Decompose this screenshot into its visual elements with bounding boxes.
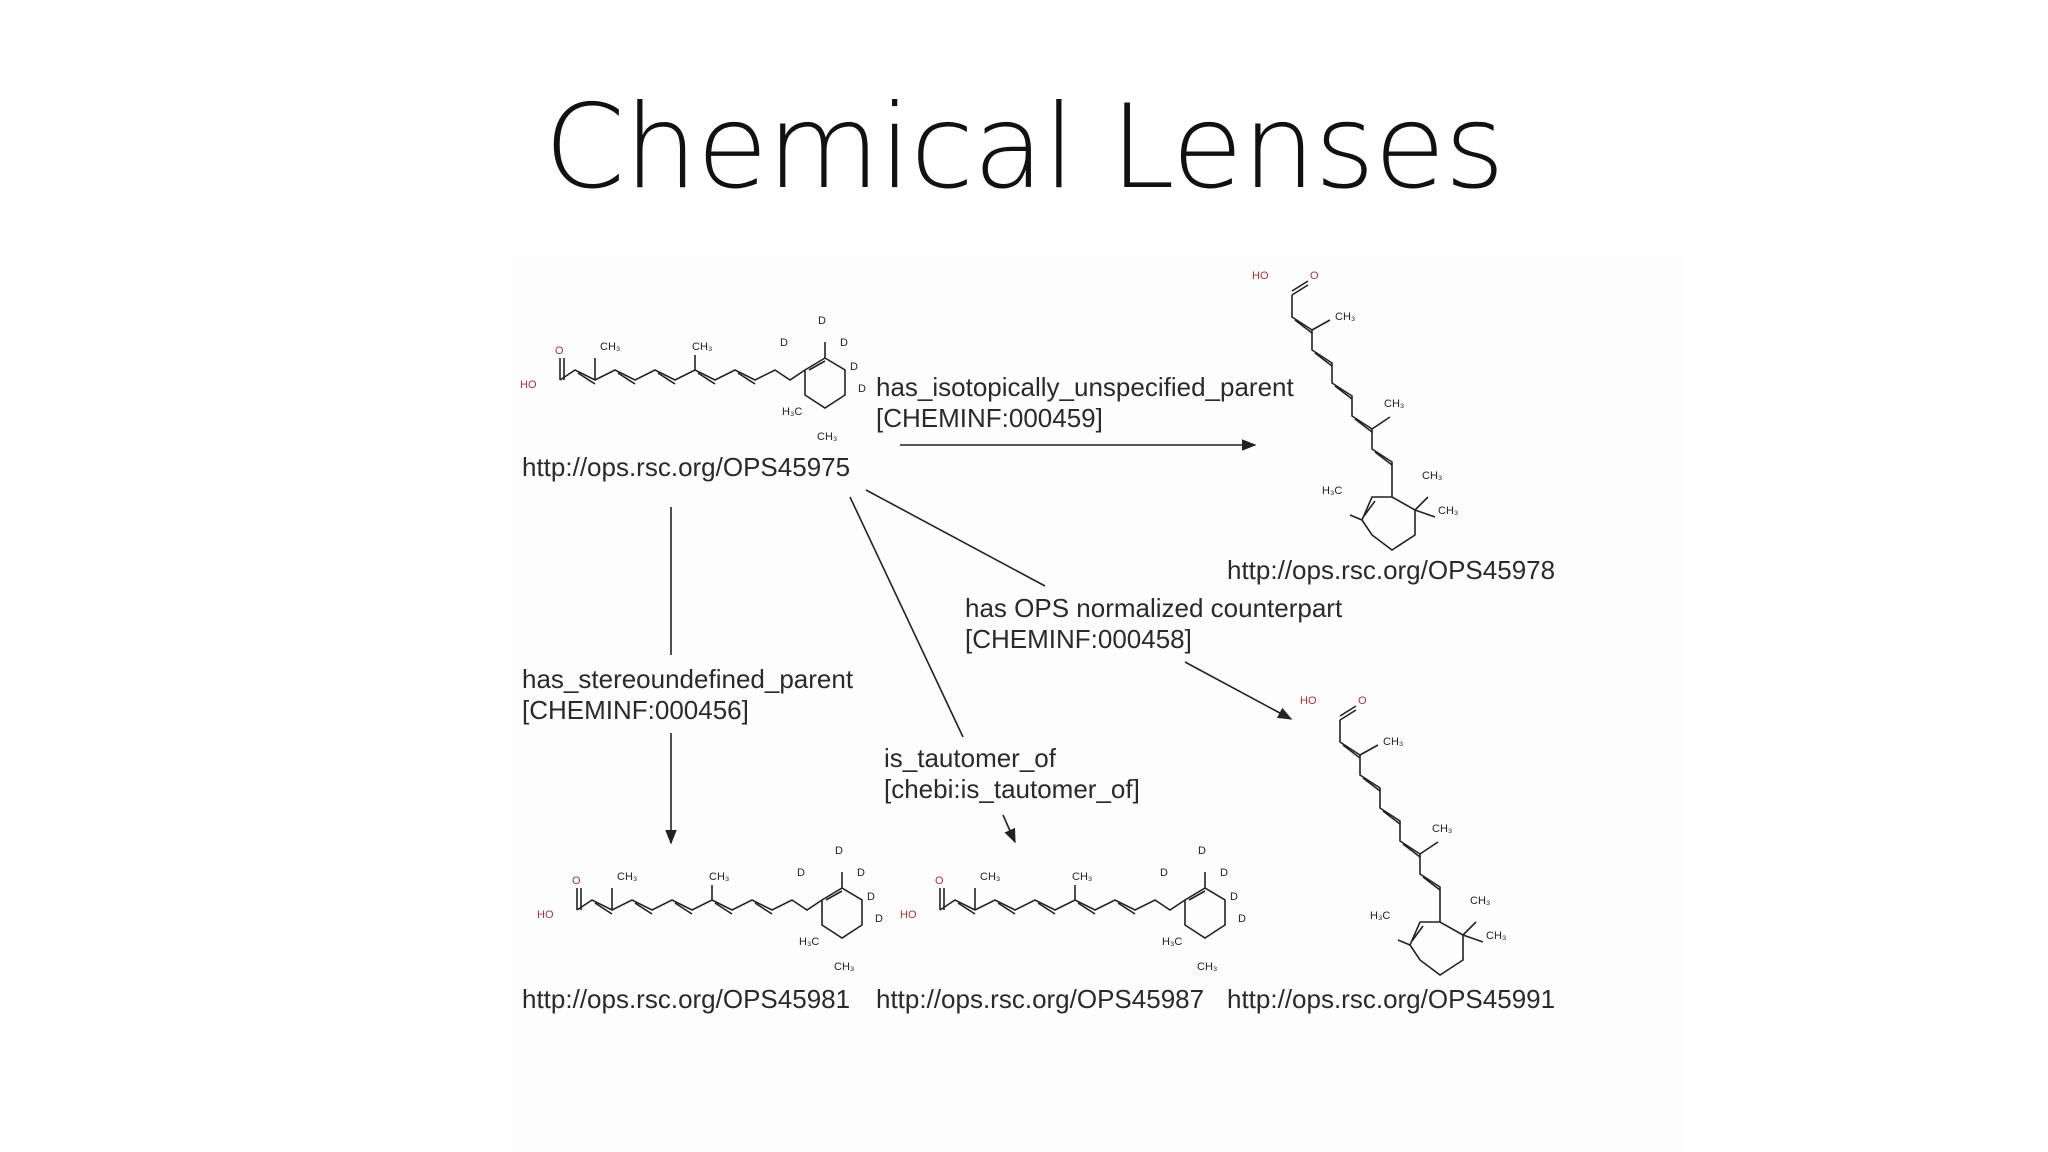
svg-text:H₃C: H₃C [1370,910,1390,922]
svg-text:CH₃: CH₃ [980,871,1000,883]
svg-text:CH₃: CH₃ [692,341,712,353]
svg-text:HO: HO [537,909,554,921]
svg-text:HO: HO [520,379,537,391]
svg-text:CH₃: CH₃ [834,961,854,973]
svg-text:CH₃: CH₃ [1470,895,1490,907]
svg-text:D: D [835,845,843,857]
svg-text:O: O [1310,270,1319,282]
relation-label-tautomer: is_tautomer_of [chebi:is_tautomer_of] [884,743,1140,805]
svg-text:H₃C: H₃C [1162,936,1182,948]
svg-text:D: D [840,337,848,349]
relation-name: has_isotopically_unspecified_parent [876,372,1294,402]
svg-text:CH₃: CH₃ [1486,930,1506,942]
svg-text:CH₃: CH₃ [1197,961,1217,973]
node-url-ops45978[interactable]: http://ops.rsc.org/OPS45978 [1227,555,1556,585]
svg-text:H₃C: H₃C [1322,485,1342,497]
svg-text:D: D [850,361,858,373]
svg-text:D: D [857,867,865,879]
relation-label-normalized: has OPS normalized counterpart [CHEMINF:… [965,593,1342,655]
svg-text:CH₃: CH₃ [709,871,729,883]
svg-text:CH₃: CH₃ [1384,398,1404,410]
svg-text:D: D [780,337,788,349]
svg-text:O: O [1358,695,1367,707]
svg-text:HO: HO [1300,695,1317,707]
svg-text:HO: HO [900,909,917,921]
svg-text:D: D [1198,845,1206,857]
svg-text:O: O [555,345,564,357]
relation-id: [CHEMINF:000456] [522,695,749,725]
relation-name: has_stereoundefined_parent [522,664,854,694]
node-url-ops45987[interactable]: http://ops.rsc.org/OPS45987 [876,984,1205,1014]
svg-text:CH₃: CH₃ [1335,311,1355,323]
node-url-ops45991[interactable]: http://ops.rsc.org/OPS45991 [1227,984,1556,1014]
svg-text:O: O [935,875,944,887]
arrow-normalized [1184,661,1293,720]
svg-text:CH₃: CH₃ [1072,871,1092,883]
svg-text:D: D [1160,867,1168,879]
relation-id: [chebi:is_tautomer_of] [884,774,1140,804]
node-url-ops45981[interactable]: http://ops.rsc.org/OPS45981 [522,984,851,1014]
svg-text:D: D [875,913,883,925]
svg-text:CH₃: CH₃ [1432,823,1452,835]
relation-label-stereo: has_stereoundefined_parent [CHEMINF:0004… [522,664,853,726]
svg-text:D: D [1230,891,1238,903]
svg-text:CH₃: CH₃ [817,431,837,443]
svg-text:D: D [797,867,805,879]
arrow-tautomer [1002,814,1016,844]
diagram-panel [512,255,1682,1152]
svg-text:D: D [1220,867,1228,879]
connector-tautomer [849,496,964,738]
relation-name: has OPS normalized counterpart [965,593,1343,623]
svg-text:H₃C: H₃C [782,406,802,418]
svg-text:HO: HO [1252,270,1269,282]
relation-label-isotopic: has_isotopically_unspecified_parent [CHE… [876,372,1294,434]
relation-name: is_tautomer_of [884,743,1056,773]
svg-text:CH₃: CH₃ [1383,736,1403,748]
relation-id: [CHEMINF:000458] [965,624,1192,654]
svg-text:D: D [858,383,866,395]
slide-title: Chemical Lenses [544,80,1505,215]
svg-text:D: D [818,315,826,327]
svg-text:D: D [867,891,875,903]
relation-id: [CHEMINF:000459] [876,403,1103,433]
svg-text:H₃C: H₃C [799,936,819,948]
connector-normalized [865,489,1046,587]
node-url-ops45975[interactable]: http://ops.rsc.org/OPS45975 [522,452,851,482]
svg-text:CH₃: CH₃ [1422,470,1442,482]
svg-text:CH₃: CH₃ [1438,505,1458,517]
svg-text:CH₃: CH₃ [600,341,620,353]
svg-text:D: D [1238,913,1246,925]
svg-text:CH₃: CH₃ [617,871,637,883]
svg-text:O: O [572,875,581,887]
